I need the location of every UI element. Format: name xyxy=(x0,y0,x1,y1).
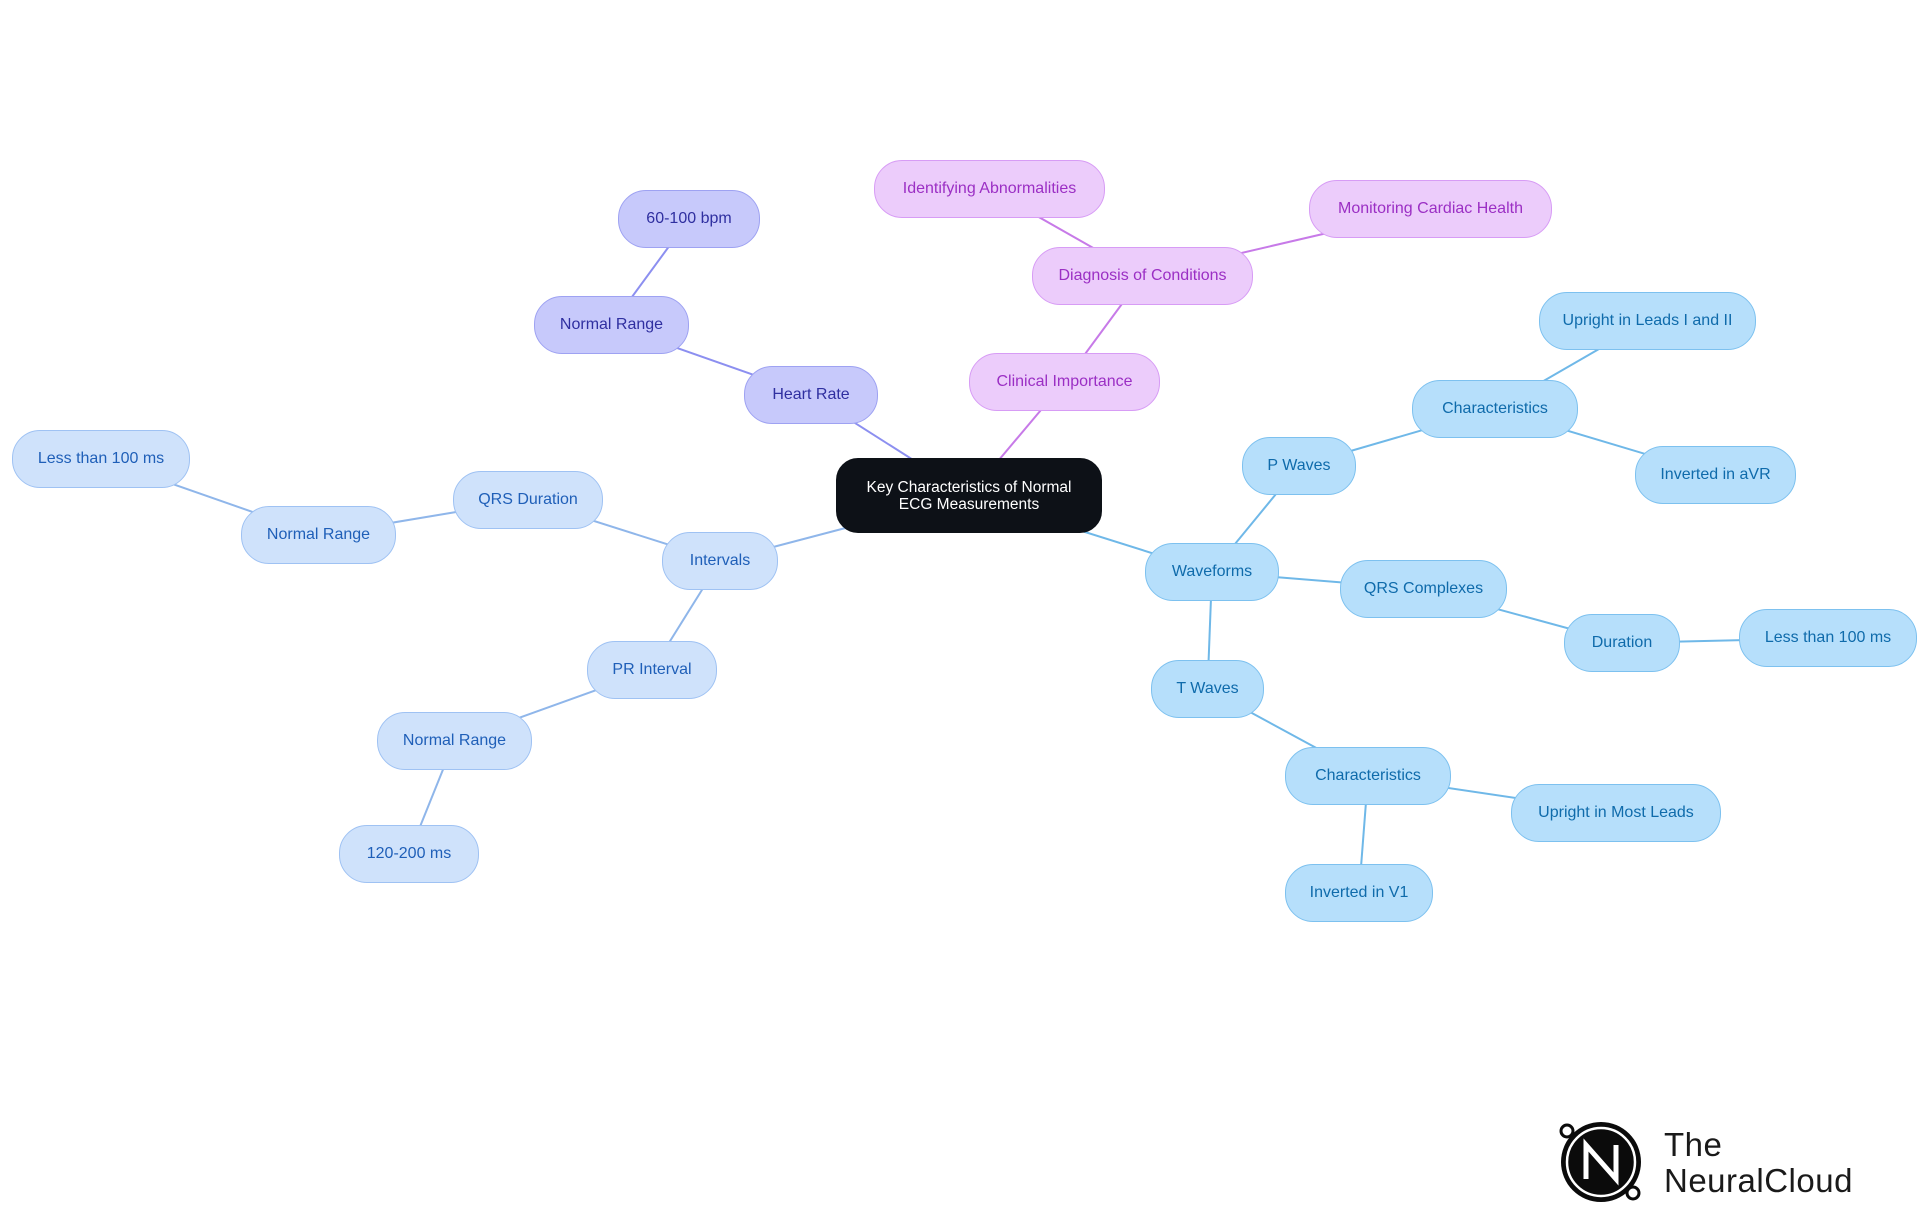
p-waves-characteristics-node[interactable]: Characteristics xyxy=(1412,380,1578,438)
logo-line-neuralcloud: NeuralCloud xyxy=(1664,1162,1853,1199)
qrs-duration-label: QRS Duration xyxy=(478,491,578,508)
p-waves-label: P Waves xyxy=(1267,457,1331,474)
diagnosis-of-conditions-label: Diagnosis of Conditions xyxy=(1058,267,1227,284)
clinical-importance-label: Clinical Importance xyxy=(996,373,1133,390)
p-waves-node[interactable]: P Waves xyxy=(1242,437,1356,495)
qrs-normal-range-label: Normal Range xyxy=(266,526,371,543)
pr-normal-range-node[interactable]: Normal Range xyxy=(377,712,532,770)
t-waves-characteristics-node[interactable]: Characteristics xyxy=(1285,747,1451,805)
monitoring-cardiac-health-node[interactable]: Monitoring Cardiac Health xyxy=(1309,180,1552,238)
intervals-node[interactable]: Intervals xyxy=(662,532,778,590)
qrs-complexes-duration-node[interactable]: Duration xyxy=(1564,614,1680,672)
heart-rate-normal-range-node[interactable]: Normal Range xyxy=(534,296,689,354)
clinical-importance-node[interactable]: Clinical Importance xyxy=(969,353,1160,411)
t-waves-label: T Waves xyxy=(1176,680,1239,697)
qrs-complexes-label: QRS Complexes xyxy=(1363,580,1484,597)
waveforms-node[interactable]: Waveforms xyxy=(1145,543,1279,601)
t-waves-upright-label: Upright in Most Leads xyxy=(1538,804,1694,821)
qrs-duration-node[interactable]: QRS Duration xyxy=(453,471,603,529)
root-node-label: Key Characteristics of Normal ECG Measur… xyxy=(866,478,1072,513)
p-waves-inverted-node[interactable]: Inverted in aVR xyxy=(1635,446,1796,504)
heart-rate-value-node[interactable]: 60-100 bpm xyxy=(618,190,760,248)
t-waves-characteristics-label: Characteristics xyxy=(1315,767,1421,784)
logo-line-the: The xyxy=(1664,1126,1723,1163)
p-waves-inverted-label: Inverted in aVR xyxy=(1660,466,1771,483)
qrs-value-node[interactable]: Less than 100 ms xyxy=(12,430,190,488)
qrs-normal-range-node[interactable]: Normal Range xyxy=(241,506,396,564)
heart-rate-label: Heart Rate xyxy=(772,386,850,403)
intervals-label: Intervals xyxy=(689,552,751,569)
identifying-abnormalities-node[interactable]: Identifying Abnormalities xyxy=(874,160,1105,218)
qrs-complexes-duration-value-node[interactable]: Less than 100 ms xyxy=(1739,609,1917,667)
waveforms-label: Waveforms xyxy=(1171,563,1253,580)
neuralcloud-n-logo-icon xyxy=(1559,1122,1641,1202)
p-waves-upright-label: Upright in Leads I and II xyxy=(1562,312,1733,329)
t-waves-inverted-node[interactable]: Inverted in V1 xyxy=(1285,864,1433,922)
diagnosis-of-conditions-node[interactable]: Diagnosis of Conditions xyxy=(1032,247,1253,305)
neuralcloud-logo: The NeuralCloud xyxy=(1556,1117,1896,1207)
identifying-abnormalities-label: Identifying Abnormalities xyxy=(902,180,1077,197)
qrs-complexes-duration-label: Duration xyxy=(1591,634,1653,651)
pr-normal-range-label: Normal Range xyxy=(402,732,507,749)
monitoring-cardiac-health-label: Monitoring Cardiac Health xyxy=(1338,200,1523,217)
qrs-complexes-node[interactable]: QRS Complexes xyxy=(1340,560,1507,618)
heart-rate-normal-range-label: Normal Range xyxy=(559,316,664,333)
qrs-value-label: Less than 100 ms xyxy=(37,450,165,467)
qrs-complexes-duration-value-label: Less than 100 ms xyxy=(1764,629,1892,646)
p-waves-characteristics-label: Characteristics xyxy=(1442,400,1548,417)
pr-interval-node[interactable]: PR Interval xyxy=(587,641,717,699)
root-node[interactable]: Key Characteristics of Normal ECG Measur… xyxy=(836,458,1102,533)
t-waves-inverted-label: Inverted in V1 xyxy=(1309,884,1409,901)
p-waves-upright-node[interactable]: Upright in Leads I and II xyxy=(1539,292,1756,350)
heart-rate-value-label: 60-100 bpm xyxy=(646,210,732,227)
t-waves-node[interactable]: T Waves xyxy=(1151,660,1264,718)
t-waves-upright-node[interactable]: Upright in Most Leads xyxy=(1511,784,1721,842)
pr-value-node[interactable]: 120-200 ms xyxy=(339,825,479,883)
logo-wordmark: The NeuralCloud xyxy=(1664,1127,1853,1199)
heart-rate-node[interactable]: Heart Rate xyxy=(744,366,878,424)
pr-value-label: 120-200 ms xyxy=(366,845,452,862)
pr-interval-label: PR Interval xyxy=(612,661,692,678)
